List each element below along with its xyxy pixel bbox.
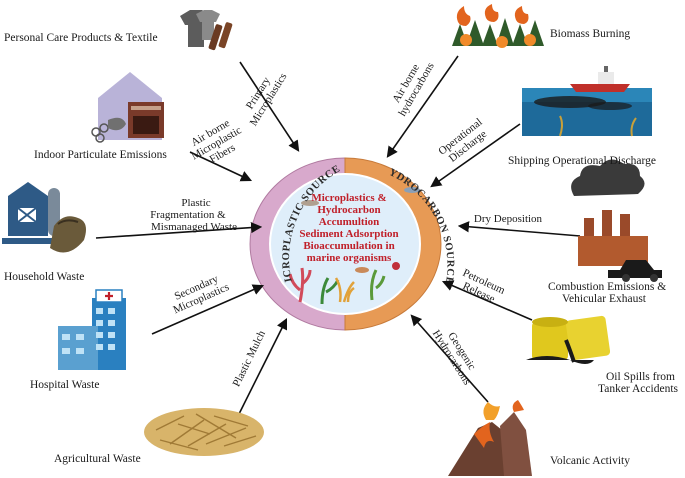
textile-icon — [180, 10, 233, 51]
svg-text:Fragmentation &: Fragmentation & — [150, 209, 226, 221]
label-oil-1: Oil Spills from — [606, 371, 675, 383]
label-primary: Primary Microplastics — [244, 71, 290, 128]
label-operational: Operational Discharge — [436, 116, 489, 165]
svg-text:Dry Deposition: Dry Deposition — [474, 213, 543, 225]
label-household: Household Waste — [4, 271, 84, 283]
label-combustion-1: Combustion Emissions & — [548, 281, 666, 293]
core-line-4: Sediment Adsorption — [299, 228, 398, 240]
core-line-3: Accumultion — [319, 216, 380, 228]
core-line-6: marine organisms — [307, 252, 392, 264]
ship-icon — [522, 66, 652, 137]
indoor-icon — [91, 72, 164, 143]
arrow-primary — [239, 61, 300, 152]
svg-text:Plastic: Plastic — [181, 197, 210, 209]
core-line-5: Bioaccumulation in — [303, 240, 394, 252]
arrow-combustion — [457, 221, 581, 237]
arrow-agricultural — [237, 317, 288, 417]
coral-illustration — [288, 187, 420, 305]
svg-text:Mismanaged Waste: Mismanaged Waste — [151, 221, 237, 233]
oil-barrels-icon — [526, 315, 611, 364]
label-indoor: Indoor Particulate Emissions — [34, 149, 167, 161]
label-fragmentation: Plastic Fragmentation & Mismanaged Waste — [150, 197, 237, 233]
label-biomass: Biomass Burning — [550, 28, 630, 40]
arrow-biomass — [386, 55, 459, 158]
straw-pile-icon — [144, 408, 264, 456]
label-airborne-fibers: Air borne Microplastic Fibers — [189, 117, 244, 166]
label-combustion-2: Vehicular Exhaust — [562, 293, 647, 305]
svg-text:Plastic Mulch: Plastic Mulch — [231, 328, 269, 388]
label-hospital: Hospital Waste — [30, 379, 99, 391]
label-petroleum: Petroleum Release — [461, 267, 508, 306]
arrow-oil — [441, 280, 533, 321]
arrows — [95, 55, 581, 417]
label-dry-deposition: Dry Deposition — [474, 213, 543, 225]
volcano-icon — [448, 400, 532, 476]
label-personal-care: Personal Care Products & Textile — [4, 32, 158, 44]
barn-icon — [2, 182, 86, 253]
arrow-volcanic — [410, 314, 489, 403]
label-shipping: Shipping Operational Discharge — [508, 155, 656, 167]
label-secondary: Secondary Microplastics — [171, 273, 231, 317]
forest-fire-icon — [452, 4, 544, 48]
arrow-shipping — [430, 123, 521, 188]
core-line-2: Hydrocarbon — [317, 204, 380, 216]
label-volcanic: Volcanic Activity — [550, 455, 630, 467]
hospital-icon — [58, 289, 126, 370]
label-oil-2: Tanker Accidents — [598, 383, 679, 395]
source-labels: Personal Care Products & Textile Indoor … — [4, 28, 679, 467]
factory-icon — [571, 159, 662, 282]
label-airborne-hc: Air borne hydrocarbons — [390, 61, 436, 119]
label-agricultural: Agricultural Waste — [54, 453, 141, 465]
core-text: Microplastics & Hydrocarbon Accumultion … — [299, 192, 398, 264]
core-line-1: Microplastics & — [311, 192, 386, 204]
arrow-hospital — [151, 284, 265, 335]
arrow-household — [95, 222, 263, 239]
label-geogenic: Geogenic Hydrocarbons — [430, 328, 478, 387]
label-mulch: Plastic Mulch — [231, 328, 269, 388]
arrow-indoor — [189, 151, 253, 182]
